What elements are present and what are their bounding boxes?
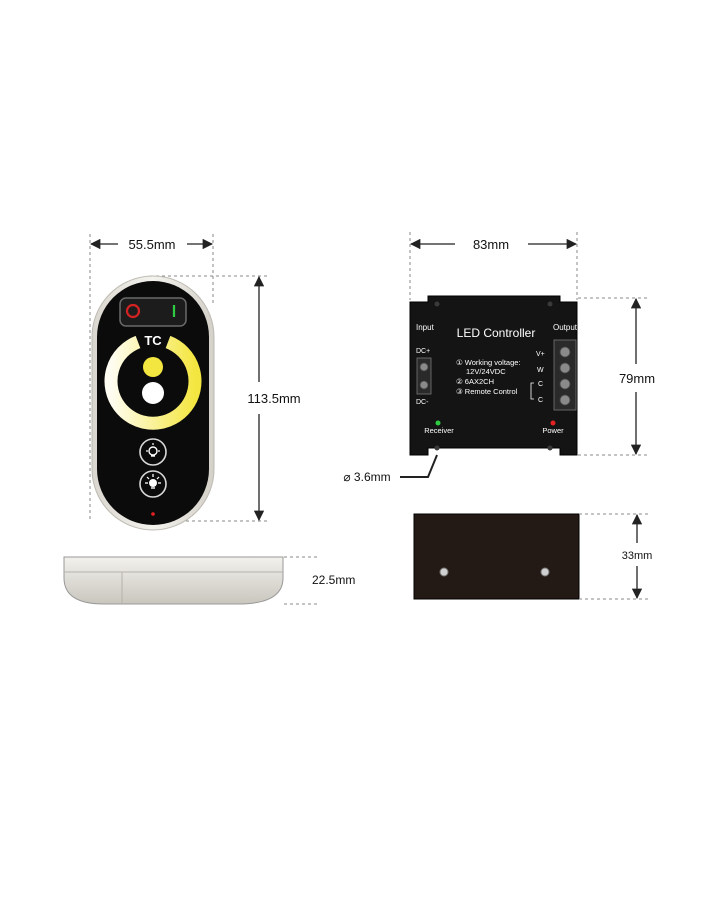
mount-hole-bottom-right [547, 445, 553, 451]
side-screw-left [439, 567, 449, 577]
output-screw-2[interactable] [559, 362, 571, 374]
remote-thickness-label: 22.5mm [312, 573, 355, 587]
brightness-up-icon [145, 474, 161, 489]
input-screw-2[interactable] [419, 380, 429, 390]
warm-white-button[interactable] [143, 357, 163, 377]
controller-top: 83mm 79mm Input DC+ DC- LED Controller ①… [343, 232, 655, 484]
mount-hole-top-right [547, 301, 553, 307]
mount-hole-bottom-left [434, 445, 440, 451]
controller-side: 33mm [413, 513, 653, 600]
power-led [550, 420, 556, 426]
spec-voltage-value: 12V/24VDC [466, 367, 506, 376]
remote-power-switch[interactable] [119, 297, 187, 327]
side-screw-right [540, 567, 550, 577]
spec-remote: ③ Remote Control [456, 387, 518, 396]
output-screw-1[interactable] [559, 346, 571, 358]
output-w-label: W [537, 367, 544, 374]
output-c2-label: C [538, 397, 543, 404]
controller-housing [409, 295, 578, 456]
hole-callout-leader [400, 454, 438, 478]
dc-plus-label: DC+ [416, 348, 430, 355]
output-c-bracket [530, 382, 534, 400]
remote-front: 55.5mm 113.5mm TC [89, 234, 301, 531]
receiver-label: Receiver [424, 426, 454, 435]
power-icon [125, 303, 141, 319]
remote-width-label: 55.5mm [129, 237, 176, 252]
controller-width-label: 83mm [473, 237, 509, 252]
dc-minus-label: DC- [416, 399, 429, 406]
color-temperature-ring[interactable] [104, 335, 202, 430]
remote-height-label: 113.5mm [247, 391, 300, 406]
brightness-down-button[interactable] [139, 438, 167, 466]
remote-side: 22.5mm [63, 556, 355, 605]
controller-depth-label: 33mm [622, 550, 653, 562]
input-label: Input [416, 323, 435, 332]
controller-title: LED Controller [457, 326, 536, 340]
input-screw-1[interactable] [419, 362, 429, 372]
spec-working-voltage: ① Working voltage: [456, 358, 521, 367]
spec-channels: ② 6AX2CH [456, 377, 494, 386]
power-label: Power [542, 426, 564, 435]
output-terminal-block [553, 339, 577, 411]
receiver-led [435, 420, 441, 426]
output-label: Output [553, 323, 578, 332]
remote-indicator-led [151, 512, 155, 516]
hole-diameter-label: ⌀ 3.6mm [343, 470, 390, 484]
output-screw-3[interactable] [559, 378, 571, 390]
output-c1-label: C [538, 381, 543, 388]
remote-logo: TC [144, 333, 162, 348]
output-v-label: V+ [536, 351, 545, 358]
controller-side-body [413, 513, 580, 600]
brightness-down-icon [146, 443, 160, 457]
mount-hole-top-left [434, 301, 440, 307]
controller-height-label: 79mm [619, 371, 655, 386]
remote-side-shell [63, 556, 284, 605]
output-screw-4[interactable] [559, 394, 571, 406]
cool-white-button[interactable] [142, 382, 164, 404]
